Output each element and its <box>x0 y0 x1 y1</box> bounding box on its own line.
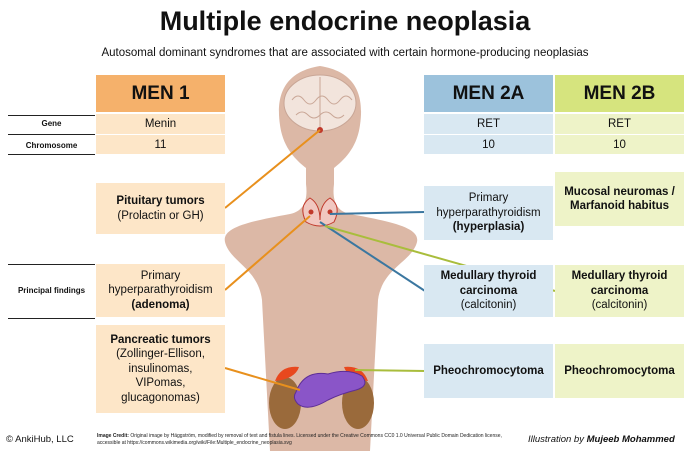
brain-folds <box>291 77 353 128</box>
connector-pancreas <box>224 367 301 391</box>
connector-thyroid-men2a <box>319 221 426 292</box>
men1-pituitary-box: Pituitary tumors (Prolactin or GH) <box>96 183 225 234</box>
men1-pancreatic-title: Pancreatic tumors <box>110 334 211 347</box>
row-divider <box>8 264 95 265</box>
men1-pituitary-title: Pituitary tumors <box>116 195 205 208</box>
men1-pancreatic-line: (Zollinger-Ellison, <box>116 348 205 361</box>
row-label-chromosome: Chromosome <box>25 141 78 150</box>
men2b-mucosal-line: Marfanoid habitus <box>569 200 670 212</box>
men2a-parathyroid-box: Primary hyperparathyroidism (hyperplasia… <box>424 186 553 240</box>
men1-gene: Menin <box>96 114 225 134</box>
row-divider <box>8 154 95 155</box>
men2b-thyroid-box: Medullary thyroid carcinoma (calcitonin) <box>555 265 684 317</box>
men1-pancreatic-line: insulinomas, <box>128 362 193 375</box>
men1-header: MEN 1 <box>96 75 225 112</box>
men1-pancreatic-box: Pancreatic tumors (Zollinger-Ellison, in… <box>96 325 225 413</box>
men2a-pheo-box: Pheochromocytoma <box>424 344 553 398</box>
credit-label: Image Credit: <box>97 433 129 439</box>
illustration-prefix: Illustration by <box>528 434 584 445</box>
men1-parathyroid-line: Primary <box>140 269 181 282</box>
row-label-gene: Gene <box>41 119 62 128</box>
pancreas-shape <box>293 370 366 408</box>
page-subtitle: Autosomal dominant syndromes that are as… <box>101 47 589 59</box>
credit-url: accessible at https://commons.wikimedia.… <box>97 439 292 446</box>
men2a-thyroid-line: (calcitonin) <box>460 299 517 312</box>
connector-pituitary <box>224 129 321 209</box>
left-kidney <box>269 377 301 429</box>
men2a-gene: RET <box>424 114 553 134</box>
connector-pheo <box>354 369 426 372</box>
men2b-pheo-box: Pheochromocytoma <box>555 344 684 398</box>
men1-pancreatic-line: VIPomas, <box>135 377 186 390</box>
men1-parathyroid-box: Primary hyperparathyroidism (adenoma) <box>96 264 225 317</box>
men2a-thyroid-line: Medullary thyroid <box>440 270 537 283</box>
men2a-thyroid-line: carcinoma <box>459 284 518 297</box>
copyright-text: © AnkiHub, LLC <box>6 434 74 445</box>
thyroid-shape <box>302 197 338 227</box>
connector-parathyroid-men2a <box>329 211 426 215</box>
men2b-gene: RET <box>555 114 684 134</box>
left-adrenal <box>275 366 299 381</box>
men2b-thyroid-line: (calcitonin) <box>591 299 648 312</box>
men2a-pheo-label: Pheochromocytoma <box>433 364 544 377</box>
image-credit: Image Credit: Original image by Häggströ… <box>97 433 517 446</box>
credit-text: Original image by Häggström, modified by… <box>130 433 502 439</box>
men2b-pheo-label: Pheochromocytoma <box>564 364 675 377</box>
men2b-thyroid-line: carcinoma <box>590 284 649 297</box>
men2b-thyroid-line: Medullary thyroid <box>571 270 668 283</box>
men2a-chromosome: 10 <box>424 135 553 154</box>
men2b-mucosal-line: Mucosal neuromas / <box>564 185 675 198</box>
men1-chromosome: 11 <box>96 135 225 154</box>
men2a-header: MEN 2A <box>424 75 553 112</box>
row-divider <box>8 115 95 116</box>
men1-pituitary-sub: (Prolactin or GH) <box>117 209 204 222</box>
parathyroid-mark-1 <box>308 209 314 215</box>
men2a-parathyroid-line: Primary <box>468 192 509 205</box>
page-title: Multiple endocrine neoplasia <box>159 6 531 36</box>
men2b-header: MEN 2B <box>555 75 684 112</box>
men1-parathyroid-line: (adenoma) <box>131 298 190 311</box>
illustration-author: Mujeeb Mohammed <box>586 434 675 445</box>
men2a-thyroid-box: Medullary thyroid carcinoma (calcitonin) <box>424 265 553 317</box>
men1-parathyroid-line: hyperparathyroidism <box>108 284 213 297</box>
men1-pancreatic-line: glucagonomas) <box>121 391 200 404</box>
body-silhouette <box>224 66 418 451</box>
row-divider <box>8 318 95 319</box>
connector-parathyroid-men1 <box>224 215 311 291</box>
men2b-chromosome: 10 <box>555 135 684 154</box>
row-label-principal-findings: Principal findings <box>17 286 86 295</box>
illustration-credit: Illustration by Mujeeb Mohammed <box>528 434 675 445</box>
row-divider <box>8 134 95 135</box>
men2a-parathyroid-line: hyperparathyroidism <box>436 206 541 219</box>
men2b-mucosal-box: Mucosal neuromas / Marfanoid habitus <box>555 172 684 226</box>
men2a-parathyroid-line: (hyperplasia) <box>452 221 525 234</box>
